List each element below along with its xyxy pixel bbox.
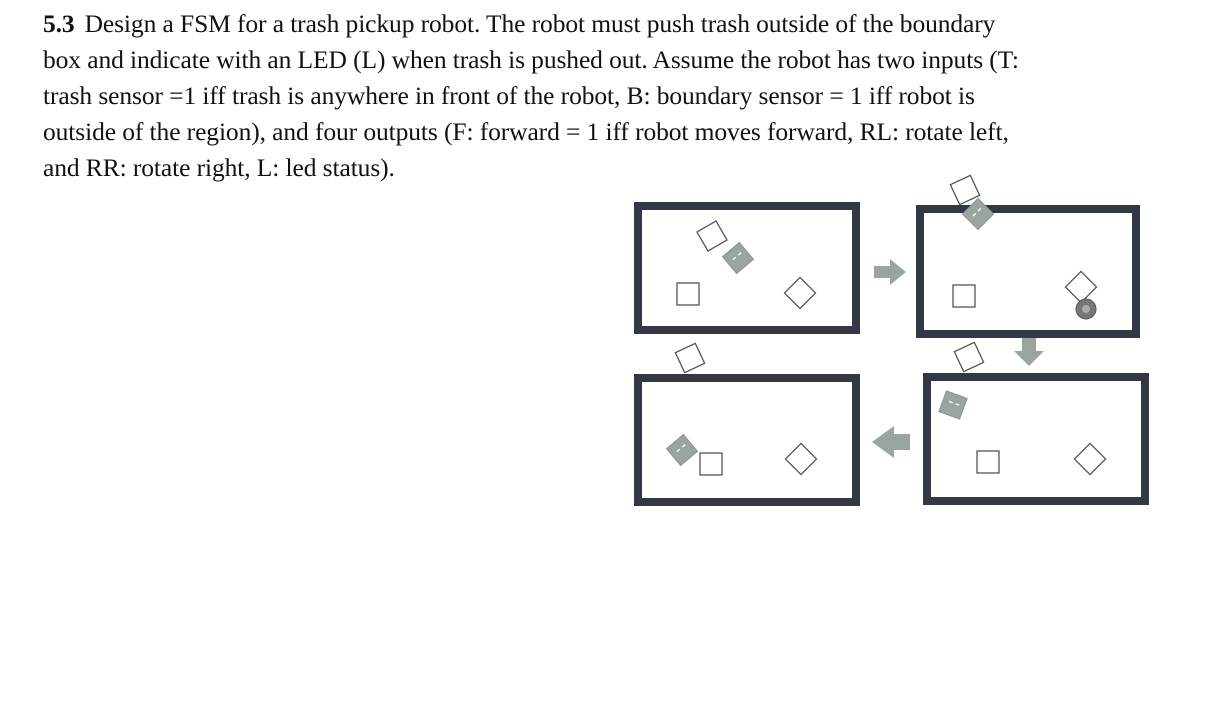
trash-square: [676, 282, 700, 306]
boundary-box: [634, 202, 860, 334]
problem-number: 5.3: [43, 9, 75, 38]
problem-text-line-5: and RR: rotate right, L: led status).: [43, 153, 395, 182]
problem-text-line-2: box and indicate with an LED (L) when tr…: [43, 45, 1019, 74]
problem-statement: 5.3 Design a FSM for a trash pickup robot…: [43, 6, 1203, 186]
trash-square: [949, 174, 981, 206]
problem-text-line-1: Design a FSM for a trash pickup robot. T…: [84, 9, 996, 38]
boundary-box: [634, 374, 860, 506]
trash-square: [952, 284, 976, 308]
problem-text-line-4: outside of the region), and four outputs…: [43, 117, 1009, 146]
panel-1: [634, 202, 860, 334]
trash-square: [674, 342, 706, 374]
trash-square: [699, 452, 723, 476]
arrow-left-icon: [872, 426, 910, 458]
panel-2: [916, 174, 1140, 338]
trash-square: [953, 341, 985, 373]
panel-3: [923, 341, 1149, 505]
arrow-down-icon: [1014, 338, 1044, 366]
problem-line-1: 5.3 Design a FSM for a trash pickup robot…: [43, 6, 1203, 42]
problem-text-line-3: trash sensor =1 iff trash is anywhere in…: [43, 81, 975, 110]
panel-4: [634, 342, 860, 506]
trash-square: [976, 450, 1000, 474]
arrow-right-icon: [874, 259, 906, 285]
boundary-box: [916, 205, 1140, 338]
